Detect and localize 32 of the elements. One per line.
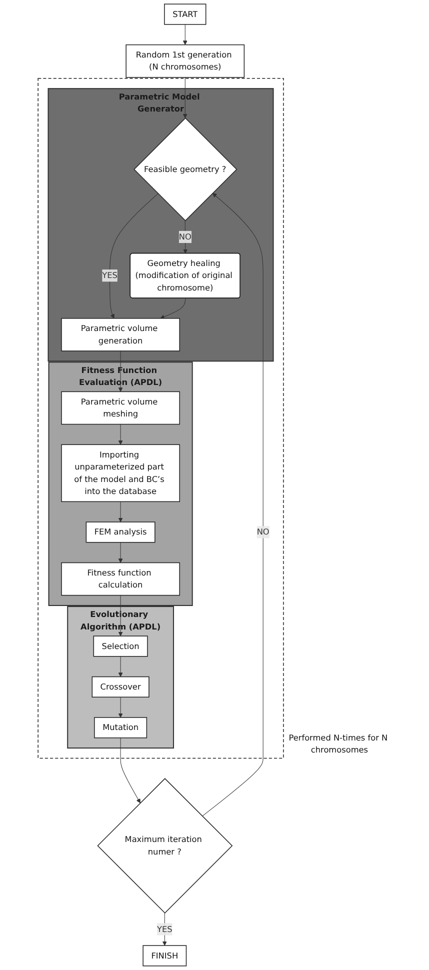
arrow	[182, 77, 188, 118]
arrow	[118, 595, 123, 636]
node-box: Importing unparameterized part of the model and BC’s into the database	[60, 444, 180, 502]
arrow	[182, 220, 188, 254]
edge-label: YES	[156, 924, 172, 934]
edge-label: YES	[102, 270, 118, 280]
edge-label: NO	[256, 527, 270, 537]
arrow	[109, 193, 158, 319]
node-box: Crossover	[92, 676, 150, 698]
arrow	[120, 738, 140, 804]
edge-label: NO	[178, 232, 192, 242]
arrow	[182, 24, 188, 45]
node-box: FEM analysis	[86, 522, 156, 543]
node-diamond: Maximum iteration numer ?	[96, 778, 232, 914]
arrow	[160, 298, 186, 319]
node-box: FINISH	[142, 945, 186, 966]
node-box: Random 1st generation (N chromosomes)	[125, 44, 244, 78]
node-label: Performed N-times for N chromosomes	[288, 732, 388, 755]
arrow	[118, 424, 123, 445]
node-box: START	[164, 4, 206, 25]
arrow	[118, 656, 123, 677]
arrow	[118, 501, 123, 522]
arrow	[118, 350, 123, 392]
node-box: Parametric volume meshing	[60, 391, 180, 425]
arrow	[202, 192, 264, 816]
node-box: Fitness function calculation	[60, 562, 180, 596]
node-diamond: Feasible geometry ?	[133, 118, 237, 222]
arrow	[118, 696, 123, 718]
node-box: Mutation	[94, 717, 147, 738]
node-box: Selection	[93, 636, 148, 657]
node-box: Parametric volume generation	[60, 318, 180, 352]
arrow	[118, 542, 123, 563]
